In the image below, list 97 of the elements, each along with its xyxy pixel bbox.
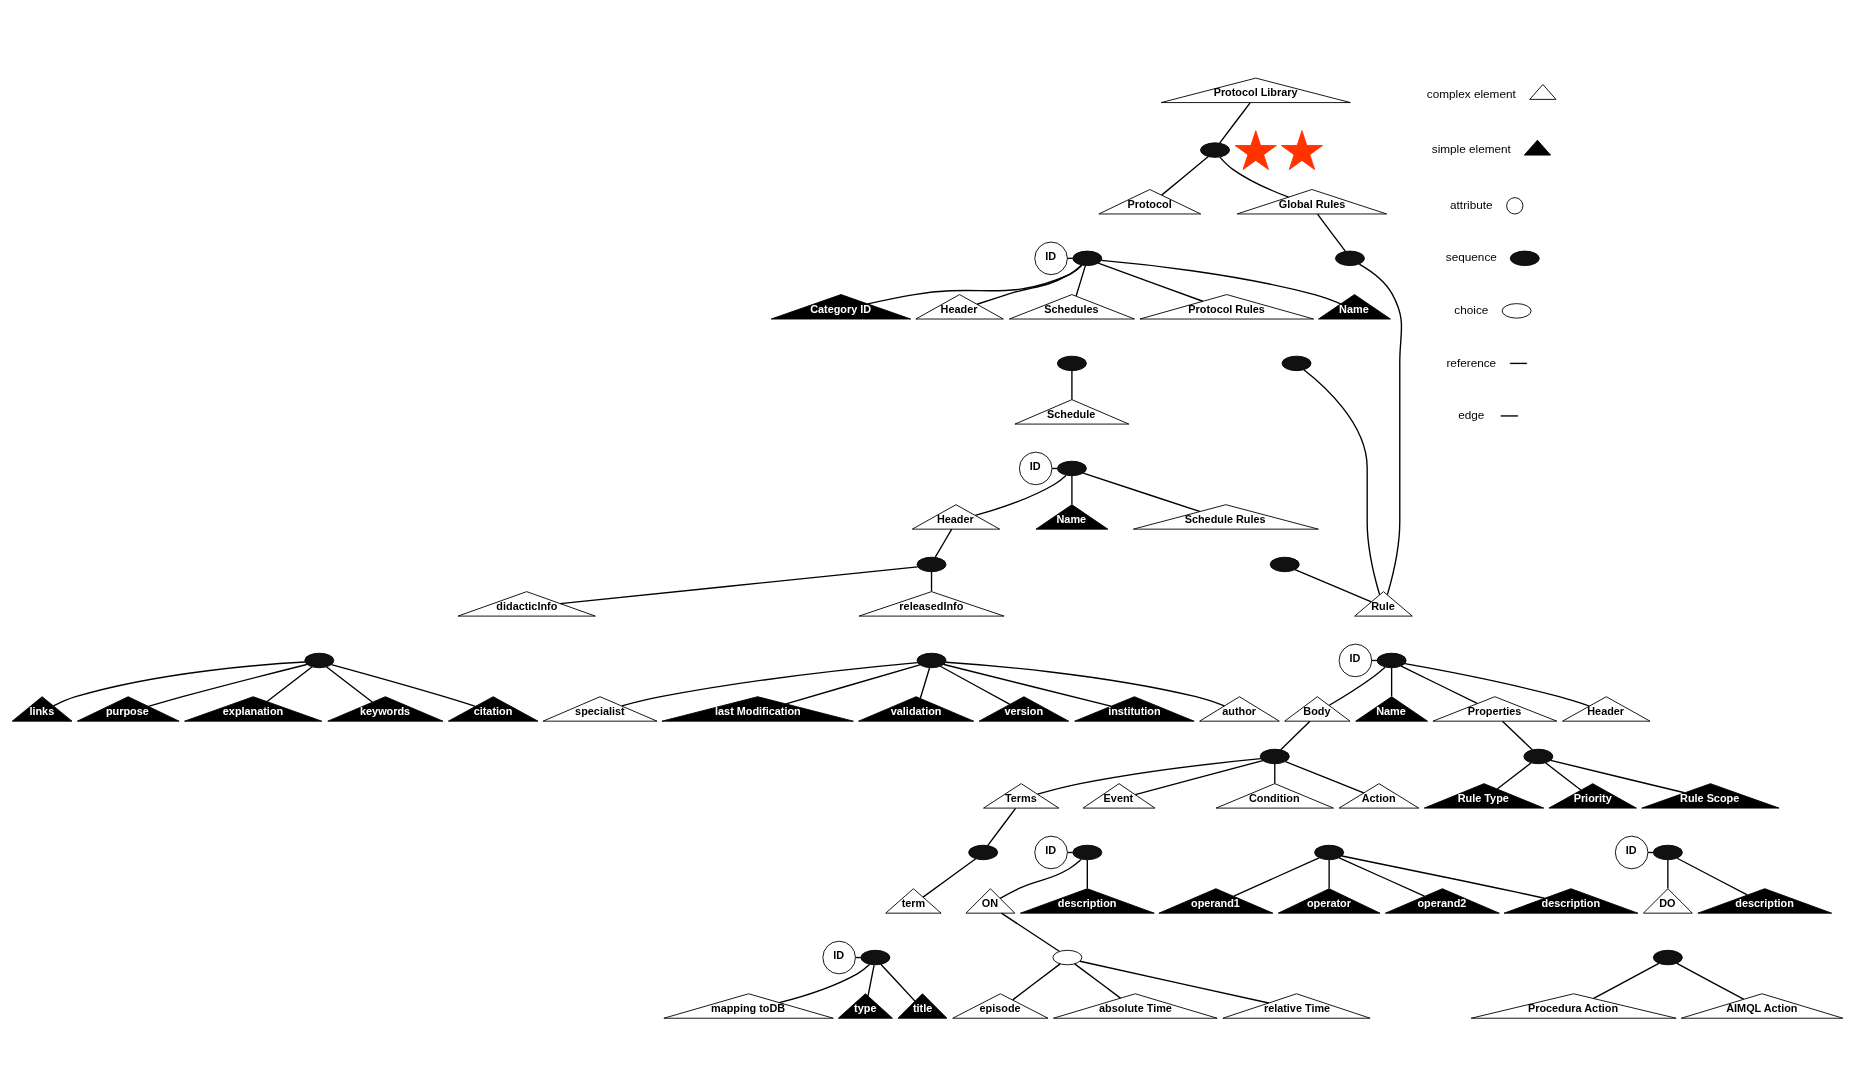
connector xyxy=(559,566,919,605)
connector xyxy=(1676,857,1748,896)
connector xyxy=(867,264,1083,305)
legend-label: attribute xyxy=(1450,197,1493,211)
connector xyxy=(1082,472,1201,513)
legend-label: complex element xyxy=(1426,86,1516,100)
connector xyxy=(1390,667,1393,698)
connector xyxy=(1219,156,1290,198)
connector xyxy=(1404,663,1591,707)
connector xyxy=(1074,963,1122,999)
node-ellipse xyxy=(1056,460,1087,477)
connector xyxy=(1097,262,1204,302)
connector xyxy=(1075,265,1086,297)
node-ellipse xyxy=(1269,556,1300,573)
node-circle: ID xyxy=(822,940,856,975)
connector xyxy=(1501,720,1533,751)
connector xyxy=(943,663,1112,707)
node-circle: ID xyxy=(1034,241,1068,276)
connector xyxy=(1161,155,1209,196)
connector xyxy=(987,807,1017,847)
connector xyxy=(999,858,1082,900)
node-ellipse xyxy=(1523,748,1554,765)
connector xyxy=(922,858,977,898)
node-ellipse xyxy=(1281,355,1312,372)
node-ellipse xyxy=(916,652,947,669)
legend-label: sequence xyxy=(1445,250,1497,264)
connector xyxy=(1358,263,1403,596)
connector xyxy=(1544,762,1582,791)
connector xyxy=(266,666,313,703)
connector xyxy=(1012,963,1061,1001)
connector xyxy=(976,264,1083,305)
connector xyxy=(945,661,1226,707)
connector xyxy=(1086,859,1088,890)
node-ellipse xyxy=(1072,844,1103,861)
node-ellipse xyxy=(1335,250,1365,267)
connector xyxy=(1294,569,1373,603)
legend-label: choice xyxy=(1454,302,1489,316)
node-circle: ID xyxy=(1034,835,1068,870)
connector xyxy=(1338,857,1426,897)
connector xyxy=(1592,962,1660,1000)
connector xyxy=(1284,761,1365,794)
connector xyxy=(1676,962,1745,1000)
connector xyxy=(1071,370,1073,401)
connector xyxy=(1303,369,1381,596)
connector xyxy=(1134,759,1264,796)
connector xyxy=(974,474,1067,516)
node-ellipse xyxy=(1200,142,1230,158)
connector xyxy=(1328,859,1330,890)
node-ellipse xyxy=(304,652,335,669)
connector xyxy=(919,667,931,699)
connector xyxy=(939,665,1011,705)
node-ellipse xyxy=(968,844,999,861)
connector xyxy=(147,663,308,707)
node-circle: ID xyxy=(1338,643,1373,678)
connector xyxy=(1316,213,1346,252)
connector xyxy=(1667,859,1669,890)
node-ellipse xyxy=(1259,748,1290,765)
node-ellipse xyxy=(1072,250,1103,267)
connector xyxy=(1233,857,1320,897)
connector xyxy=(778,963,871,1004)
connector xyxy=(1218,102,1251,144)
connector xyxy=(1341,855,1546,899)
legend-label: edge xyxy=(1458,408,1485,422)
connector xyxy=(1280,720,1311,751)
connector xyxy=(52,661,306,707)
node-circle: ID xyxy=(1614,835,1649,870)
node-ellipse xyxy=(1376,652,1407,669)
connector xyxy=(1496,762,1532,790)
connector xyxy=(880,963,916,1002)
connector xyxy=(867,964,875,997)
connector xyxy=(1079,960,1270,1004)
node-ellipse xyxy=(1314,844,1345,861)
connector xyxy=(785,664,921,705)
connector xyxy=(1100,259,1342,305)
connector xyxy=(930,571,933,593)
node-ellipse xyxy=(860,949,891,966)
node-ellipse xyxy=(1052,949,1083,966)
connector xyxy=(1000,912,1060,952)
connector xyxy=(934,528,953,558)
node-ellipse xyxy=(1056,355,1087,372)
connector xyxy=(1328,666,1386,706)
node-star xyxy=(1234,130,1277,171)
node-star xyxy=(1280,130,1323,171)
connector xyxy=(330,664,476,707)
node-ellipse xyxy=(1652,844,1683,861)
node-circle: ID xyxy=(1018,451,1053,486)
connector xyxy=(1550,759,1686,794)
legend-label: simple element xyxy=(1431,142,1511,156)
legend-label: reference xyxy=(1446,355,1497,369)
node-ellipse xyxy=(1652,949,1683,966)
connector xyxy=(1400,665,1478,705)
connector xyxy=(325,666,373,703)
connector xyxy=(1274,763,1276,785)
connector xyxy=(1036,758,1262,795)
connector xyxy=(621,661,919,707)
connector xyxy=(1071,475,1073,506)
node-ellipse xyxy=(916,556,947,573)
